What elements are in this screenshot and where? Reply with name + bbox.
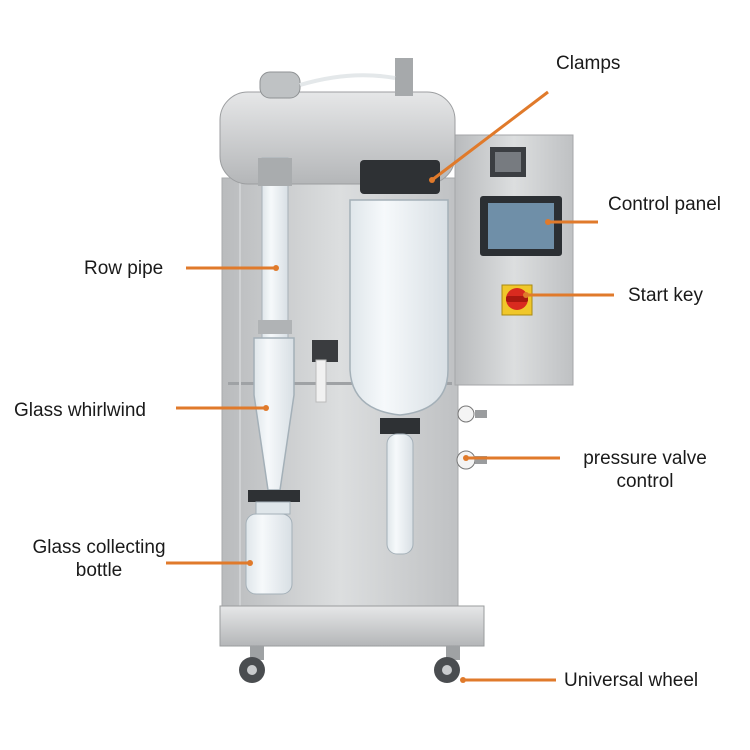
label-clamps: Clamps xyxy=(556,53,621,74)
label-row-pipe: Row pipe xyxy=(84,258,164,279)
drying-chamber xyxy=(312,160,449,555)
leader-dots xyxy=(247,177,551,683)
label-pressure-valve-line2: control xyxy=(616,471,674,492)
label-glass-whirlwind: Glass whirlwind xyxy=(14,400,146,421)
label-start-key: Start key xyxy=(628,285,703,306)
base-frame xyxy=(219,605,485,660)
control-box xyxy=(454,134,574,386)
label-universal-wheel: Universal wheel xyxy=(564,670,699,691)
leader-clamps xyxy=(431,90,549,182)
row-pipe xyxy=(258,157,292,339)
leader-lines xyxy=(166,90,614,682)
label-glass-collecting-line2: bottle xyxy=(75,560,123,581)
label-control-panel: Control panel xyxy=(608,194,722,215)
pressure-gauges xyxy=(456,405,487,470)
glass-cyclone xyxy=(248,337,300,502)
label-glass-collecting-line1: Glass collecting xyxy=(32,537,166,558)
label-pressure-valve-line1: pressure valve xyxy=(583,448,707,469)
label-glass-collecting-bottle: Glass collecting bottle xyxy=(20,536,178,582)
label-pressure-valve-control: pressure valve control xyxy=(572,447,718,493)
start-key xyxy=(501,284,533,316)
universal-wheels xyxy=(239,657,460,683)
collecting-bottle xyxy=(245,501,293,595)
